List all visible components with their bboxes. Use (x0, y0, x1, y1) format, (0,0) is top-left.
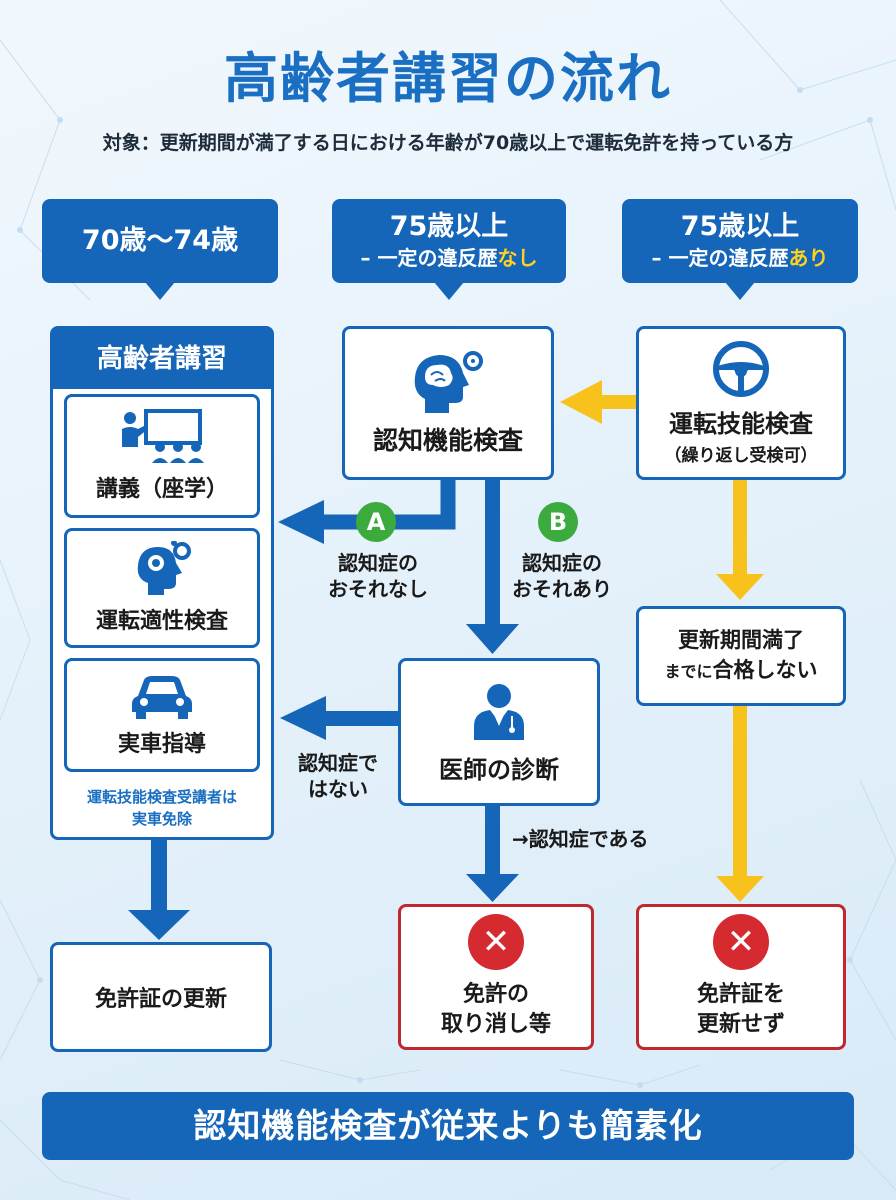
branch-a-badge: A (356, 502, 396, 542)
arrow-cognitive-to-course-head (278, 500, 324, 544)
car-icon (132, 676, 192, 719)
not-renewed-line2: 更新せず (696, 1012, 785, 1037)
lecture-icon (122, 409, 204, 463)
lecture-label: 講義（座学） (95, 477, 228, 502)
arrow-course-to-renewal (151, 838, 167, 912)
not-dementia-label: 認知症で はない (282, 750, 394, 802)
page-subtitle: 対象：更新期間が満了する日における年齢が70歳以上で運転免許を持っている方 (102, 132, 794, 154)
arrow-fail-to-not-renewed (733, 706, 747, 878)
arrow-skill-to-cognitive (600, 395, 638, 409)
renewal-fail-line1: 更新期間満了 (678, 628, 804, 652)
not-dementia-line1: 認知症で (298, 751, 378, 775)
exemption-note-line2: 実車免除 (131, 810, 192, 828)
category-70-74-label: 70歳〜74歳 (81, 225, 239, 256)
not-renewed-box: ✕ 免許証を 更新せず (636, 904, 846, 1050)
branch-b-line1: 認知症の (522, 551, 602, 575)
branch-b-line2: おそれあり (512, 577, 612, 601)
renewal-fail-line2: までに合格しない (664, 655, 817, 687)
branch-b-badge: B (538, 502, 578, 542)
doctor-icon (474, 683, 524, 740)
category-75-with-violation: 75歳以上 – 一定の違反歴あり (622, 199, 858, 300)
exemption-note-line1: 運転技能検査受講者は (86, 788, 237, 806)
driving-label: 実車指導 (117, 732, 206, 757)
arrow-skill-to-cognitive-head (560, 380, 602, 424)
renewal-fail-box: 更新期間満了 までに合格しない (636, 606, 846, 706)
elderly-course-heading: 高齢者講習 (53, 329, 271, 389)
license-renewal-box: 免許証の更新 (50, 942, 272, 1052)
revoke-line2: 取り消し等 (440, 1012, 551, 1037)
license-revoke-box: ✕ 免許の 取り消し等 (398, 904, 594, 1050)
branch-a-line2: おそれなし (328, 577, 428, 601)
category-75-no-violation-sub: – 一定の違反歴なし (361, 244, 538, 272)
brain-gear-icon (414, 351, 483, 413)
category-75-with-violation-sub: – 一定の違反歴あり (652, 244, 829, 272)
revoke-line1: 免許の (462, 982, 529, 1007)
skill-test-sub: （繰り返し受検可） (664, 446, 818, 466)
aptitude-box: 運転適性検査 (64, 528, 260, 648)
category-75-with-violation-label: 75歳以上 (680, 211, 800, 242)
simplification-banner: 認知機能検査が従来よりも簡素化 (42, 1092, 854, 1160)
branch-a-label: 認知症の おそれなし (316, 550, 440, 602)
arrow-skill-to-fail-head (716, 574, 764, 600)
license-renewal-label: 免許証の更新 (94, 987, 227, 1012)
driving-exemption-note: 運転技能検査受講者は 実車免除 (56, 786, 268, 830)
is-dementia-label: →認知症である (512, 827, 649, 851)
arrow-cognitive-to-doctor-head (466, 624, 519, 654)
steering-wheel-icon (713, 341, 769, 397)
arrow-doctor-to-course-head (280, 696, 326, 740)
not-renewed-line1: 免許証を (696, 982, 785, 1007)
category-75-no-violation: 75歳以上 – 一定の違反歴なし (332, 199, 566, 300)
category-75-no-violation-label: 75歳以上 (389, 211, 509, 242)
cross-icon: ✕ (713, 914, 769, 970)
arrow-course-to-renewal-head (128, 910, 190, 940)
arrow-doctor-to-revoke-head (466, 874, 519, 902)
head-gear-icon (137, 541, 191, 595)
cognitive-test-label: 認知機能検査 (372, 426, 523, 455)
driving-box: 実車指導 (64, 658, 260, 772)
skill-test-box: 運転技能検査 （繰り返し受検可） (636, 326, 846, 480)
renewal-fail-prefix: までに (664, 662, 713, 681)
violation-none-highlight: なし (497, 246, 538, 270)
doctor-diagnosis-label: 医師の診断 (439, 755, 559, 784)
page-title: 高齢者講習の流れ (224, 47, 672, 110)
not-dementia-line2: はない (308, 777, 368, 801)
arrow-cognitive-to-doctor (485, 478, 500, 626)
cognitive-test-box: 認知機能検査 (342, 326, 554, 480)
branch-b-label: 認知症の おそれあり (500, 550, 624, 602)
arrow-skill-to-fail (733, 480, 747, 576)
violation-text: – 一定の違反歴 (651, 246, 789, 270)
renewal-fail-suffix: 合格しない (712, 658, 818, 682)
doctor-diagnosis-box: 医師の診断 (398, 658, 600, 806)
cross-icon: ✕ (468, 914, 524, 970)
category-70-74: 70歳〜74歳 (42, 199, 278, 300)
violation-text: – 一定の違反歴 (360, 246, 498, 270)
violation-exists-highlight: あり (788, 246, 829, 270)
arrow-doctor-to-course (324, 711, 402, 726)
arrow-doctor-to-revoke (485, 806, 500, 876)
skill-test-label: 運転技能検査 (669, 410, 813, 438)
branch-a-line1: 認知症の (338, 551, 418, 575)
lecture-box: 講義（座学） (64, 394, 260, 518)
arrow-fail-to-not-renewed-head (716, 876, 764, 902)
aptitude-label: 運転適性検査 (95, 609, 228, 634)
